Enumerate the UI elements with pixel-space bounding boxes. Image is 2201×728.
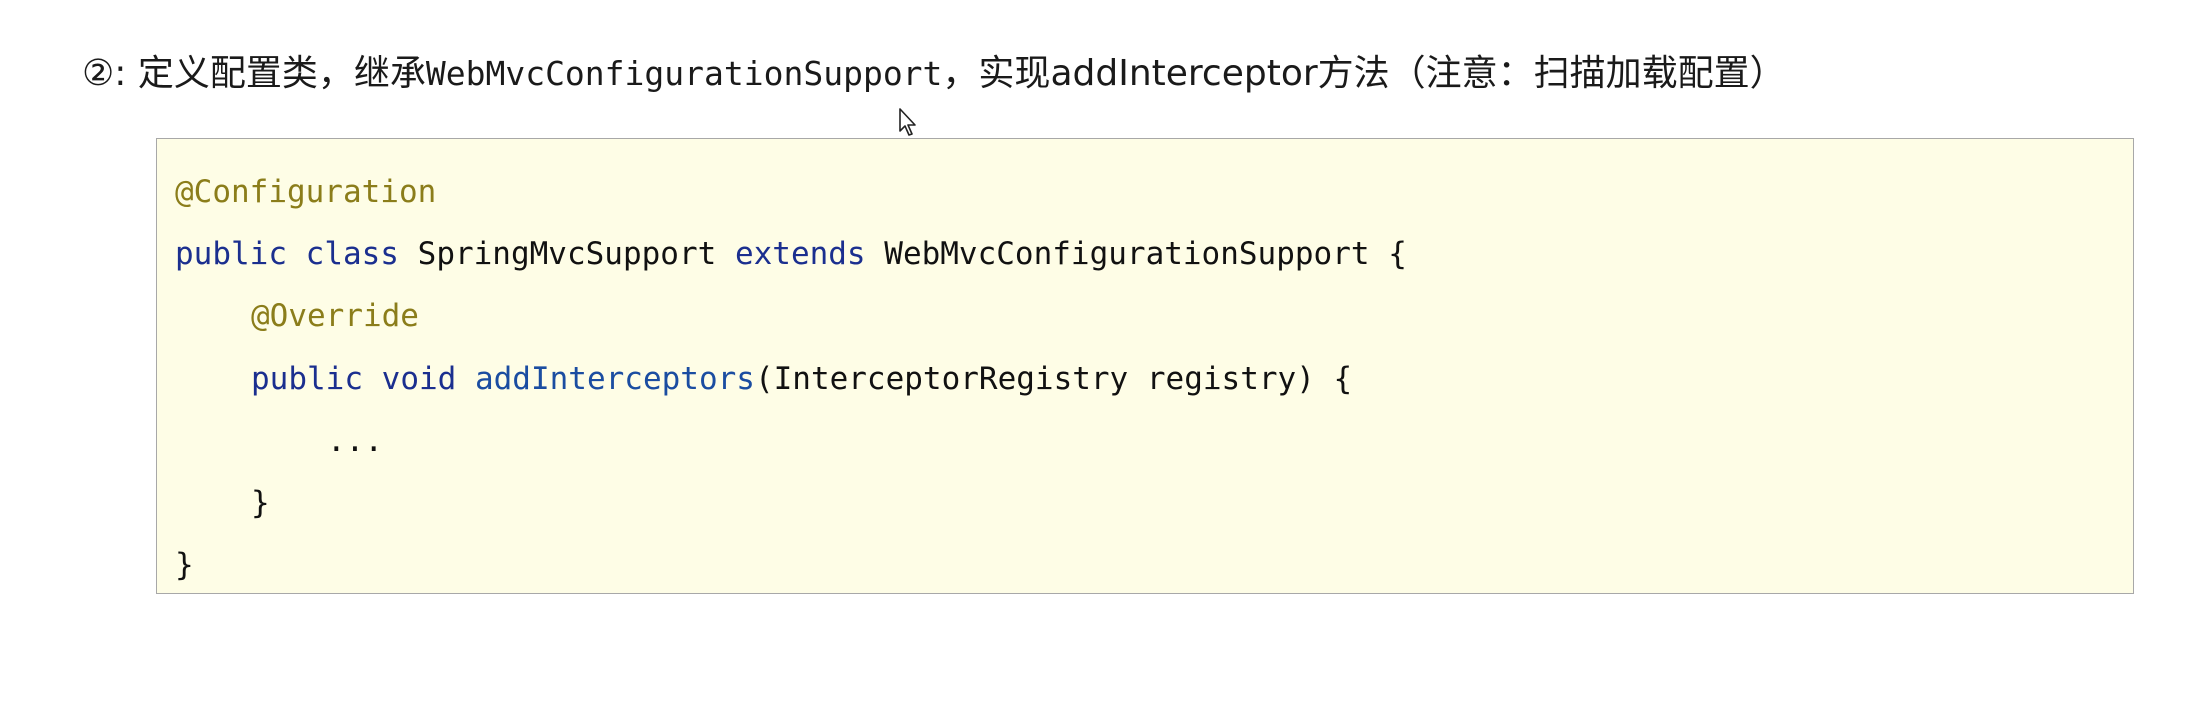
heading-prefix: ②: 定义配置类，继承 — [82, 53, 426, 94]
class-name: SpringMvcSupport — [417, 236, 717, 272]
keyword-public-method: public — [251, 361, 363, 397]
method-params: (InterceptorRegistry registry) { — [754, 361, 1353, 397]
method-name: addInterceptors — [474, 361, 755, 397]
parent-class-name: WebMvcConfigurationSupport — [884, 236, 1370, 272]
section-heading: ②: 定义配置类，继承WebMvcConfigurationSupport，实现… — [82, 44, 1786, 104]
heading-class-name: WebMvcConfigurationSupport — [425, 54, 943, 93]
mouse-pointer-icon — [899, 108, 916, 136]
code-line-7: } — [175, 534, 194, 596]
code-line-3: @Override — [251, 285, 419, 347]
keyword-void: void — [381, 361, 457, 397]
heading-suffix: 方法（注意：扫描加载配置） — [1317, 53, 1786, 94]
code-block: @Configuration public class SpringMvcSup… — [156, 138, 2134, 594]
code-line-4: public void addInterceptors(InterceptorR… — [251, 348, 1352, 410]
keyword-public: public — [175, 236, 287, 272]
heading-method-name: addInterceptor — [1050, 53, 1318, 94]
code-line-2: public class SpringMvcSupport extends We… — [175, 223, 1407, 285]
keyword-class: class — [305, 236, 399, 272]
method-close-brace: } — [251, 485, 270, 521]
code-line-1: @Configuration — [175, 161, 436, 223]
code-line-5: ... — [327, 410, 383, 472]
class-close-brace: } — [175, 547, 194, 583]
keyword-extends: extends — [734, 236, 866, 272]
heading-middle: ，实现 — [942, 53, 1051, 94]
code-line-6: } — [251, 472, 270, 534]
override-annotation: @Override — [251, 298, 419, 334]
ellipsis: ... — [327, 423, 383, 459]
open-brace: { — [1388, 236, 1407, 272]
configuration-annotation: @Configuration — [175, 174, 437, 210]
